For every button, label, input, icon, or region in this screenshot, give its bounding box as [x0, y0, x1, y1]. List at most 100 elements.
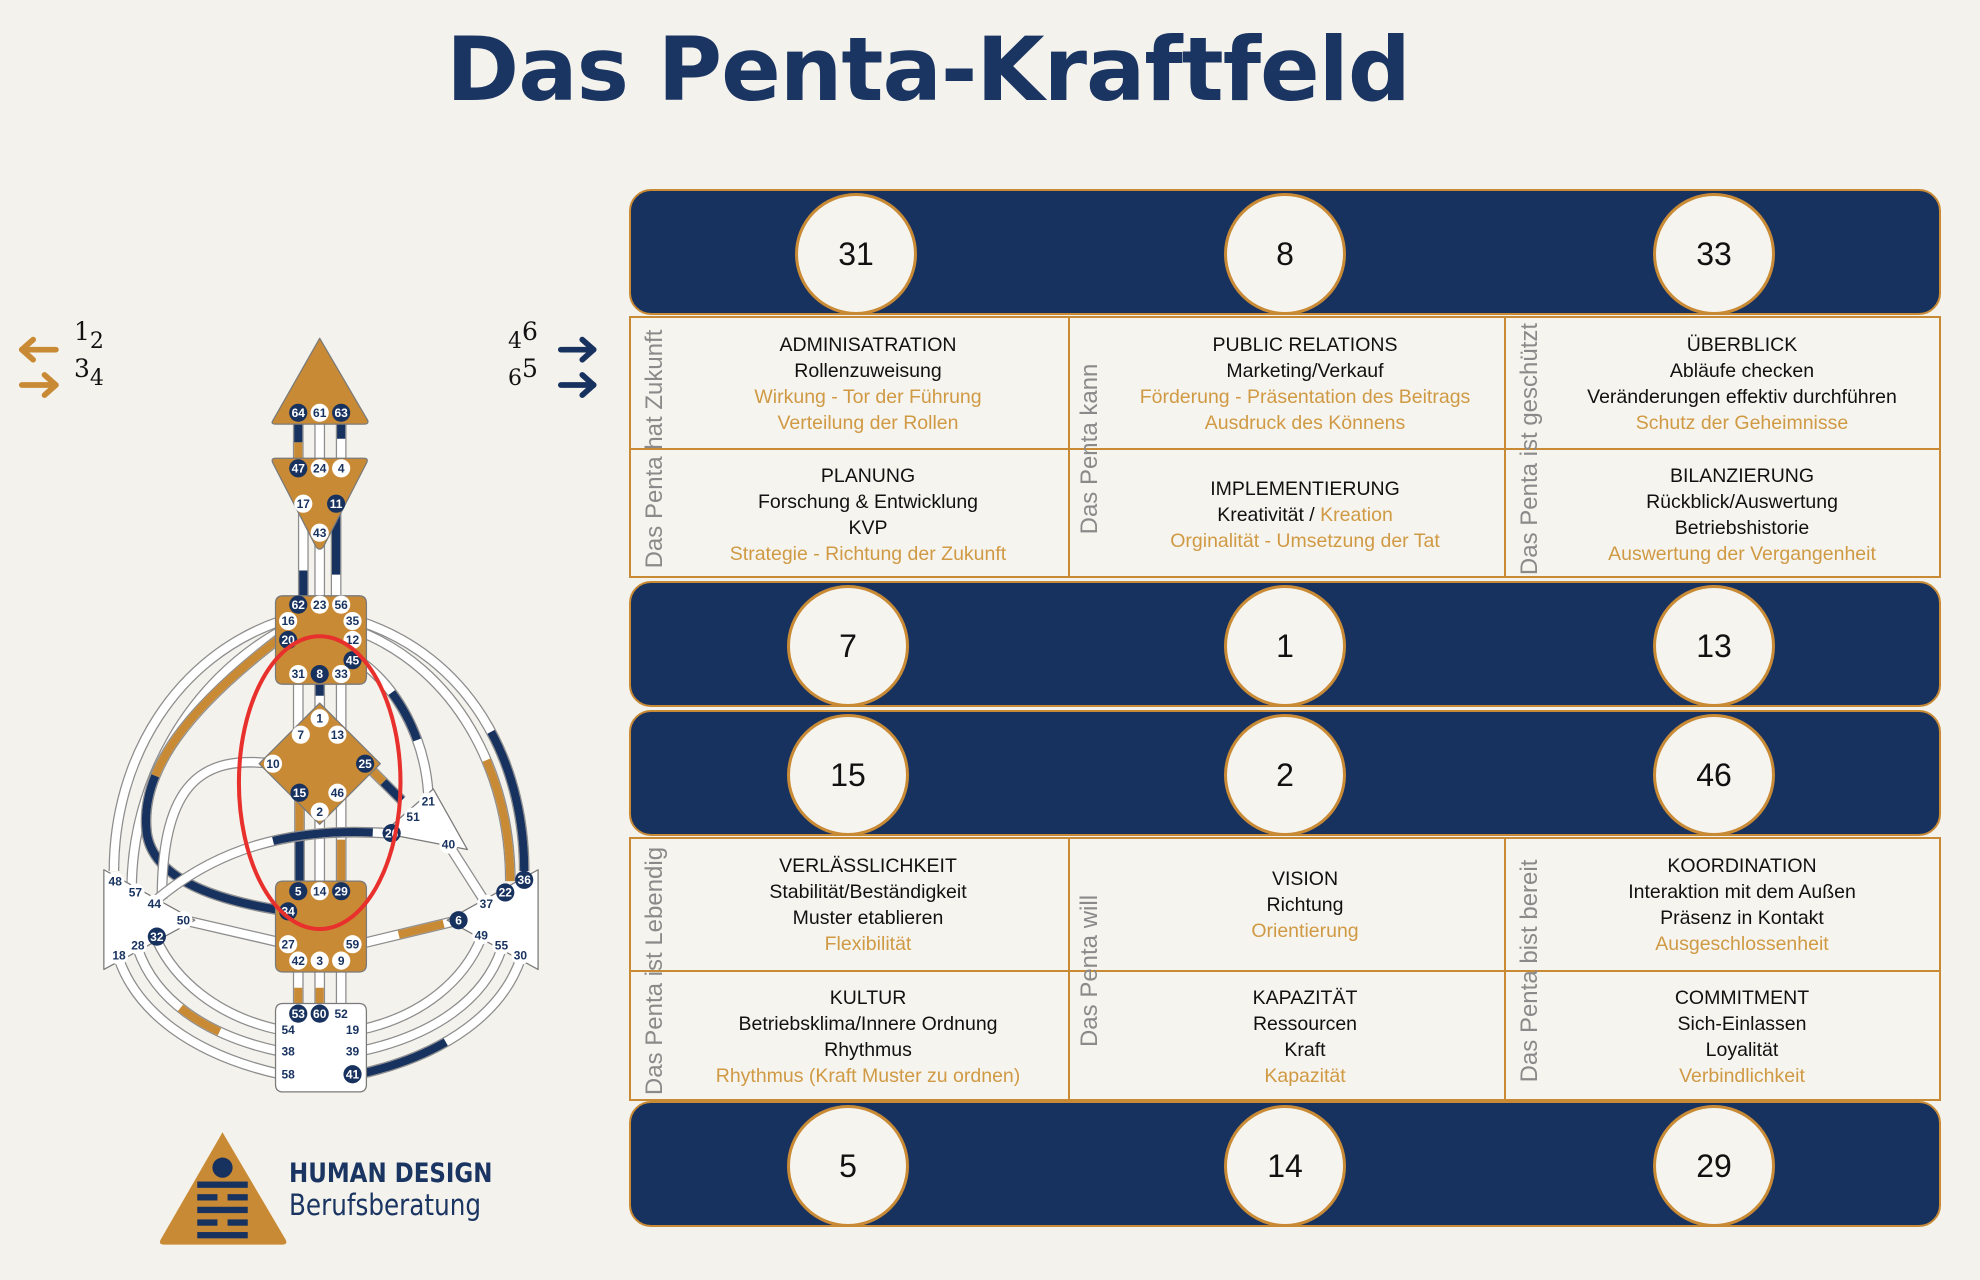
gate-label: 16	[281, 614, 295, 628]
gate-marker	[332, 403, 351, 422]
logo-title: HUMAN DESIGN	[289, 1158, 493, 1189]
cell-quality: Flexibilität	[824, 933, 912, 955]
cell-quality: Kapazität	[1264, 1065, 1346, 1087]
cell-line: KOORDINATION	[1667, 853, 1816, 879]
gate-marker	[147, 927, 166, 946]
gate-marker	[289, 951, 308, 970]
channel-activation	[357, 957, 525, 1079]
gate-marker	[343, 651, 362, 670]
channel-activation	[141, 634, 289, 916]
section-vertical-label: Das Penta bist bereit	[1516, 859, 1543, 1083]
cell-quality: Rhythmus (Kraft Muster zu ordnen)	[715, 1065, 1021, 1087]
gate: 57	[126, 883, 145, 902]
gate-circle: 31	[795, 193, 917, 315]
gate-label: 33	[334, 667, 348, 681]
gate-label: 27	[281, 937, 295, 951]
arrow-right-icon	[557, 372, 597, 398]
legend-right-item: 65	[508, 354, 538, 391]
gate-label: 51	[406, 810, 420, 824]
gate: 48	[106, 872, 125, 891]
gate: 38	[279, 1042, 298, 1061]
cell-line: Rhythmus	[824, 1037, 912, 1063]
legend-main: 5	[522, 354, 538, 383]
gate-marker	[332, 459, 351, 478]
gate: 25	[356, 754, 375, 773]
page-title: Das Penta-Kraftfeld	[446, 18, 1411, 121]
gate-marker	[515, 870, 534, 889]
gate-marker	[291, 725, 310, 744]
cell-heading: PUBLIC RELATIONS	[1212, 333, 1398, 356]
cell-text: Stabilität/Beständigkeit	[769, 881, 967, 903]
gate-label: 46	[331, 786, 345, 800]
cell-quality: Kreation	[1320, 503, 1393, 526]
gate: 6	[449, 911, 468, 930]
gate-number: 5	[839, 1147, 857, 1184]
gate-marker	[310, 1004, 329, 1023]
gate: 39	[343, 1042, 362, 1061]
gate: 1	[310, 709, 329, 728]
gate-marker	[343, 1020, 362, 1040]
gate: 22	[496, 883, 515, 902]
cell-line: Strategie - Richtung der Zukunft	[730, 541, 1006, 567]
channel-activation	[357, 627, 515, 882]
legend-right-item: 46	[508, 317, 538, 354]
gate-marker	[492, 936, 511, 955]
gate: 7	[291, 725, 310, 744]
cell-line: VISION	[1272, 866, 1338, 892]
cell-quality: Strategie - Richtung der Zukunft	[729, 542, 1007, 565]
cell-line: Kreativität / Kreation	[1217, 502, 1393, 528]
channel	[357, 947, 507, 1057]
gate-label: 17	[297, 497, 311, 511]
gate: 40	[439, 835, 458, 854]
g-center	[258, 702, 381, 825]
gate: 37	[477, 894, 496, 913]
gate-circle: 13	[1653, 585, 1775, 707]
gate-label: 49	[475, 929, 489, 943]
cell-text: Sich-Einlassen	[1677, 1013, 1807, 1035]
gate-marker	[310, 664, 329, 684]
cell-line: Rollenzuweisung	[794, 358, 941, 384]
gate: 5	[289, 882, 308, 901]
cell-quality: Verteilung der Rollen	[777, 411, 959, 434]
gate-label: 18	[112, 949, 126, 963]
gate-label: 25	[358, 757, 372, 771]
cell-text: KVP	[848, 516, 888, 539]
gate: 43	[310, 523, 329, 542]
legend-left-item: 34	[74, 354, 104, 391]
cell-heading: KAPAZITÄT	[1252, 987, 1358, 1009]
gate-number: 31	[838, 235, 874, 272]
gate-marker	[419, 792, 438, 811]
gate-marker	[289, 595, 308, 614]
gate-label: 40	[442, 838, 456, 852]
gate: 63	[332, 403, 351, 422]
cell-quality: Ausdruck des Könnens	[1204, 411, 1406, 434]
cell-line: Betriebshistorie	[1675, 515, 1809, 541]
gate: 64	[289, 403, 308, 422]
cell-line: Abläufe checken	[1670, 358, 1814, 384]
gate-circle: 5	[787, 1105, 909, 1227]
gate-marker	[496, 883, 515, 902]
gate-number: 7	[839, 627, 857, 664]
cell-line: Interaktion mit dem Außen	[1628, 879, 1856, 905]
gate-circle: 7	[787, 585, 909, 707]
cell-line: Kapazität	[1264, 1063, 1345, 1089]
cell-line: PLANUNG	[821, 463, 915, 489]
gate-marker	[477, 894, 496, 913]
gate-circle: 15	[787, 714, 909, 836]
gate-marker	[126, 883, 145, 902]
gate-marker	[343, 611, 362, 631]
gate: 13	[328, 725, 347, 744]
gate-label: 54	[281, 1023, 295, 1037]
gate: 44	[145, 894, 164, 913]
row-divider	[631, 448, 1939, 450]
gate-marker	[343, 1042, 362, 1061]
gate-label: 61	[313, 406, 327, 420]
gate-marker	[332, 664, 351, 684]
gate-label: 47	[292, 461, 306, 475]
cell-line: Flexibilität	[825, 931, 912, 957]
gate-label: 29	[334, 884, 348, 898]
gate-label: 23	[313, 598, 327, 612]
cell-line: Veränderungen effektiv durchführen	[1587, 384, 1897, 410]
